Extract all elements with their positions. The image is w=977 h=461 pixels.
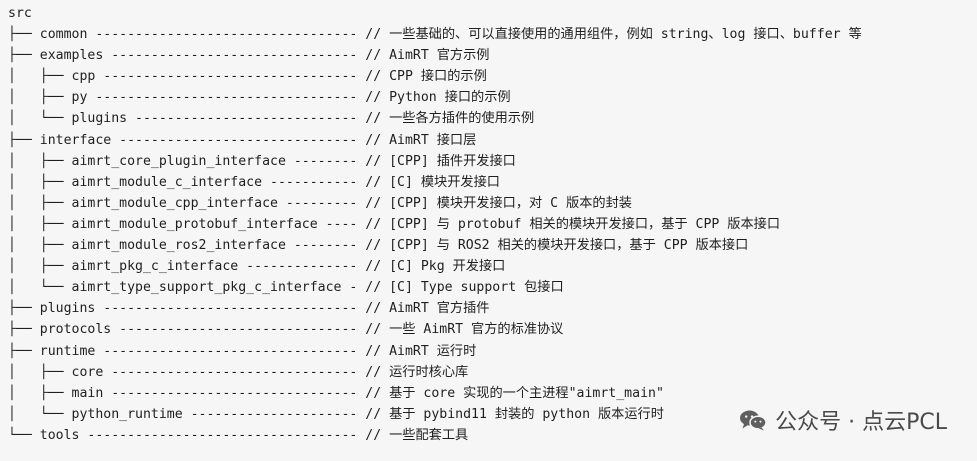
tree-line-module-cpp-interface: │ ├── aimrt_module_cpp_interface -------… <box>8 195 632 211</box>
tree-line-examples-py: │ ├── py -------------------------------… <box>8 90 511 106</box>
tree-line-module-ros2-interface: │ ├── aimrt_module_ros2_interface ------… <box>8 238 749 254</box>
tree-line-examples: ├── examples ---------------------------… <box>8 48 490 64</box>
tree-line-plugins: ├── plugins ----------------------------… <box>8 301 490 317</box>
tree-line-runtime-main: │ ├── main -----------------------------… <box>8 385 664 401</box>
tree-line-core-plugin-interface: │ ├── aimrt_core_plugin_interface ------… <box>8 153 516 169</box>
tree-line-pkg-c-interface: │ ├── aimrt_pkg_c_interface ------------… <box>8 259 506 275</box>
tree-line-runtime: ├── runtime ----------------------------… <box>8 343 477 359</box>
wechat-icon <box>739 409 767 431</box>
tree-line-type-support-pkg-c-interface: │ └── aimrt_type_support_pkg_c_interface… <box>8 280 564 296</box>
directory-tree: src ├── common --------------------------… <box>8 3 977 446</box>
tree-line-runtime-python: │ └── python_runtime -------------------… <box>8 406 664 422</box>
tree-line-root: src <box>8 6 32 21</box>
tree-line-module-protobuf-interface: │ ├── aimrt_module_protobuf_interface --… <box>8 216 781 232</box>
tree-line-module-c-interface: │ ├── aimrt_module_c_interface ---------… <box>8 174 500 190</box>
tree-line-protocols: ├── protocols --------------------------… <box>8 322 564 338</box>
watermark-text: 公众号 · 点云PCL <box>775 410 947 435</box>
tree-line-common: ├── common -----------------------------… <box>8 27 862 43</box>
tree-line-interface: ├── interface --------------------------… <box>8 132 477 148</box>
watermark: 公众号 · 点云PCL <box>739 404 947 436</box>
tree-line-examples-cpp: │ ├── cpp ------------------------------… <box>8 69 487 85</box>
tree-line-examples-plugins: │ └── plugins --------------------------… <box>8 111 535 127</box>
tree-line-runtime-core: │ ├── core -----------------------------… <box>8 364 469 380</box>
tree-line-tools: └── tools ------------------------------… <box>8 427 469 443</box>
